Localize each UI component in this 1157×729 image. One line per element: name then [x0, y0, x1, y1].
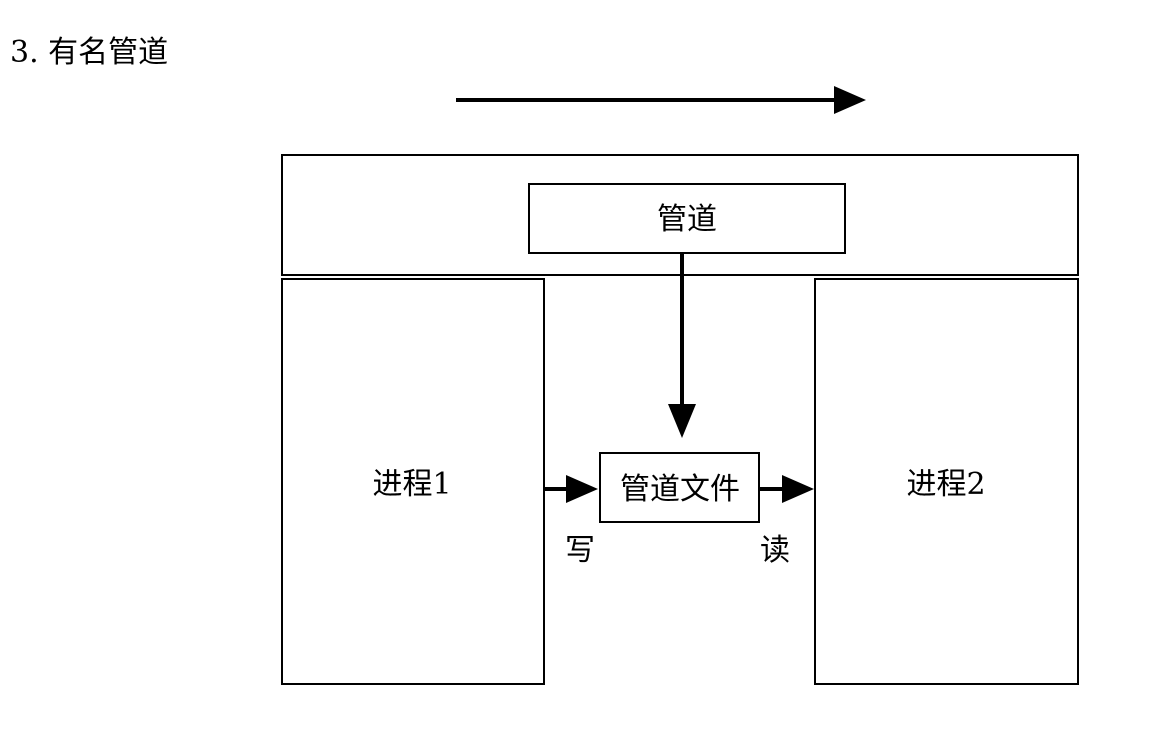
direction-arrow — [456, 86, 866, 114]
pipe-file-label: 管道文件 — [620, 472, 740, 507]
section-heading: 3. 有名管道 — [10, 35, 168, 70]
write-label: 写 — [565, 533, 595, 568]
write-arrow — [545, 475, 598, 503]
process-1-box — [281, 278, 545, 685]
process-2-label: 进程2 — [906, 467, 985, 502]
read-label: 读 — [760, 533, 790, 568]
pipe-box — [528, 183, 846, 254]
process-2-box — [814, 278, 1079, 685]
pipe-label: 管道 — [657, 202, 717, 237]
pipe-to-file-arrow — [668, 253, 696, 438]
process-1-label: 进程1 — [372, 467, 451, 502]
read-arrow — [759, 475, 814, 503]
